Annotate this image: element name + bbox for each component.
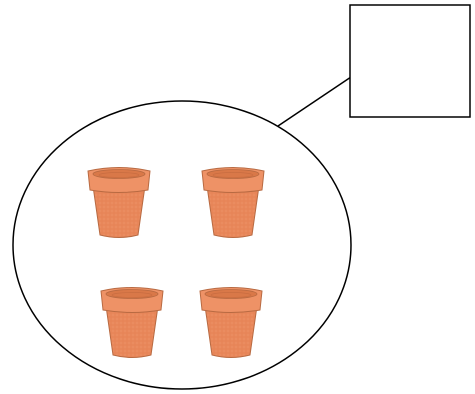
group-ellipse [12, 100, 352, 390]
flower-pot-icon [199, 287, 263, 358]
flower-pot-icon [201, 167, 265, 238]
flower-pot-icon [87, 167, 151, 238]
answer-box[interactable] [349, 4, 471, 118]
connector-line [277, 76, 352, 127]
flower-pot-icon [100, 287, 164, 358]
